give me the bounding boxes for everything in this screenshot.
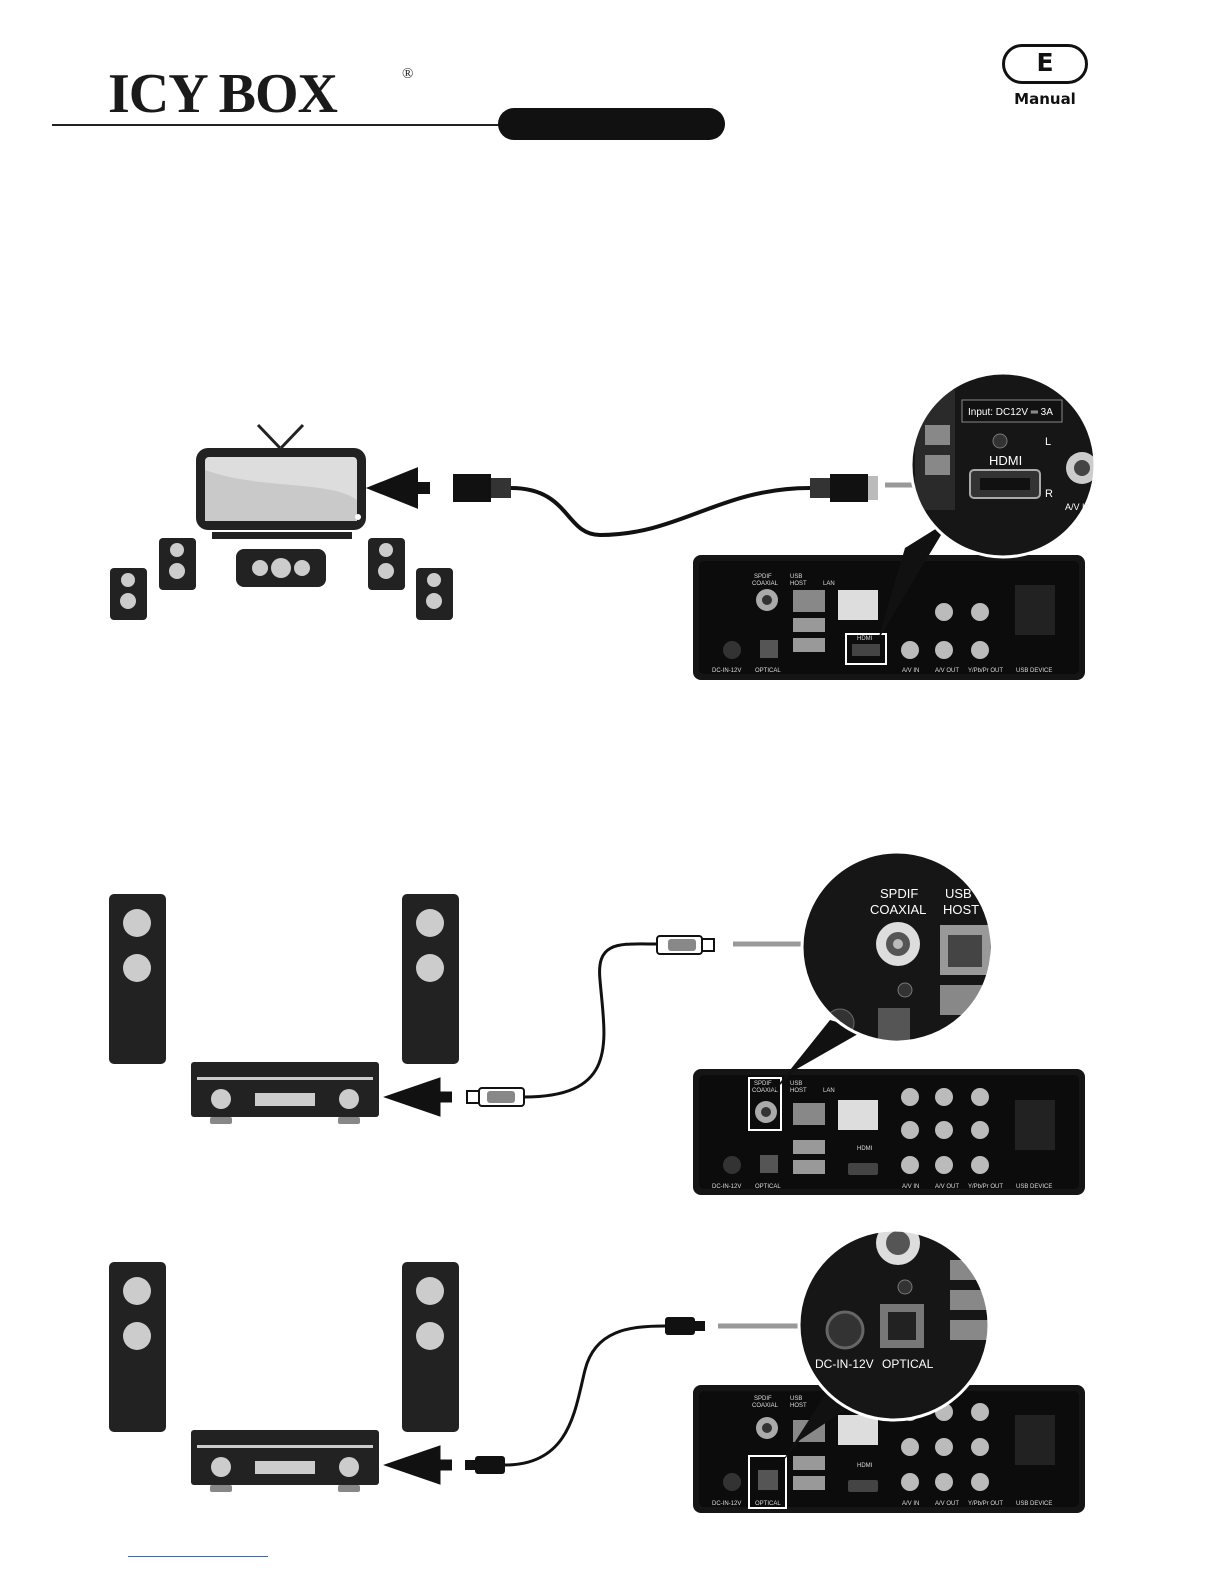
svg-text:DC-IN-12V: DC-IN-12V [712, 1501, 741, 1507]
svg-text:A/V IN: A/V IN [902, 668, 919, 674]
svg-text:A/V OUT: A/V OUT [935, 668, 959, 674]
optical-zoom-dc: DC-IN-12V [815, 1357, 874, 1371]
coaxial-zoom-callout: SPDIF COAXIAL USB HOST [800, 850, 994, 1044]
svg-text:SPDIF: SPDIF [754, 1081, 772, 1087]
optical-cable [465, 1311, 880, 1474]
svg-text:COAXIAL: COAXIAL [752, 1403, 779, 1409]
svg-text:OPTICAL: OPTICAL [755, 1501, 781, 1507]
svg-text:USB DEVICE: USB DEVICE [1016, 1184, 1052, 1190]
tv-icon [196, 423, 366, 539]
zoom-pointer-1 [878, 520, 950, 640]
svg-text:COAXIAL: COAXIAL [752, 581, 779, 587]
speaker-set-icon [110, 538, 453, 620]
hdmi-zoom-right: R [1045, 488, 1053, 500]
svg-text:SPDIF: SPDIF [754, 1396, 772, 1402]
coax-zoom-usb1: USB [945, 886, 972, 901]
optical-zoom-callout: DC-IN-12V OPTICAL [797, 1228, 991, 1422]
svg-text:USB: USB [790, 1081, 802, 1087]
svg-text:OPTICAL: OPTICAL [755, 668, 781, 674]
manual-label: Manual [1014, 90, 1076, 108]
brand-logo: ICY BOX [108, 63, 338, 125]
svg-text:A/V IN: A/V IN [902, 1184, 919, 1190]
svg-text:HDMI: HDMI [857, 1146, 873, 1152]
av-receiver-3 [191, 1430, 379, 1492]
language-badge: E [1002, 44, 1088, 84]
svg-text:LAN: LAN [823, 1088, 835, 1094]
svg-text:USB: USB [790, 1396, 802, 1402]
coaxial-cable [466, 929, 875, 1107]
svg-text:HOST: HOST [790, 1088, 807, 1094]
hdmi-zoom-avin: A/V IN [1065, 502, 1091, 512]
svg-text:USB: USB [790, 574, 802, 580]
zoom-pointer-2 [770, 1020, 865, 1095]
hdmi-zoom-left: L [1045, 436, 1051, 448]
optical-zoom-optical: OPTICAL [882, 1357, 934, 1371]
svg-text:COAXIAL: COAXIAL [752, 1088, 779, 1094]
svg-text:A/V OUT: A/V OUT [935, 1184, 959, 1190]
tower-speakers-3 [109, 1262, 459, 1432]
svg-text:HDMI: HDMI [857, 636, 873, 642]
svg-text:Y/Pb/Pr OUT: Y/Pb/Pr OUT [968, 1501, 1003, 1507]
svg-text:HDMI: HDMI [857, 1463, 873, 1469]
coax-zoom-line2: COAXIAL [870, 902, 926, 917]
svg-text:USB DEVICE: USB DEVICE [1016, 668, 1052, 674]
arrow-to-receiver-3 [383, 1445, 452, 1485]
svg-text:A/V IN: A/V IN [902, 1501, 919, 1507]
svg-text:Y/Pb/Pr OUT: Y/Pb/Pr OUT [968, 1184, 1003, 1190]
av-receiver-2 [191, 1062, 379, 1124]
svg-text:A/V OUT: A/V OUT [935, 1501, 959, 1507]
svg-text:DC-IN-12V: DC-IN-12V [712, 668, 741, 674]
svg-text:Y/Pb/Pr OUT: Y/Pb/Pr OUT [968, 668, 1003, 674]
svg-text:OPTICAL: OPTICAL [755, 1184, 781, 1190]
section-pill [498, 108, 725, 140]
coax-zoom-usb2: HOST [943, 902, 979, 917]
tower-speakers-2 [109, 894, 459, 1064]
hdmi-zoom-port: HDMI [989, 453, 1022, 468]
arrow-to-receiver-2 [383, 1077, 452, 1117]
registered-mark: ® [402, 66, 414, 82]
hdmi-cable [453, 470, 970, 538]
svg-text:HOST: HOST [790, 1403, 807, 1409]
svg-text:LAN: LAN [823, 581, 835, 587]
svg-text:DC-IN-12V: DC-IN-12V [712, 1184, 741, 1190]
coax-zoom-line1: SPDIF [880, 886, 918, 901]
header-rule [52, 124, 502, 126]
zoom-pointer-3 [780, 1395, 860, 1465]
hdmi-zoom-callout: Input: DC12V ═ 3A HDMI L R A/V IN [909, 371, 1097, 559]
svg-text:SPDIF: SPDIF [754, 574, 772, 580]
arrow-to-tv [365, 467, 430, 509]
svg-text:HOST: HOST [790, 581, 807, 587]
svg-text:USB DEVICE: USB DEVICE [1016, 1501, 1052, 1507]
hdmi-zoom-rating: Input: DC12V ═ 3A [968, 407, 1053, 418]
footer-link-line [128, 1556, 268, 1557]
